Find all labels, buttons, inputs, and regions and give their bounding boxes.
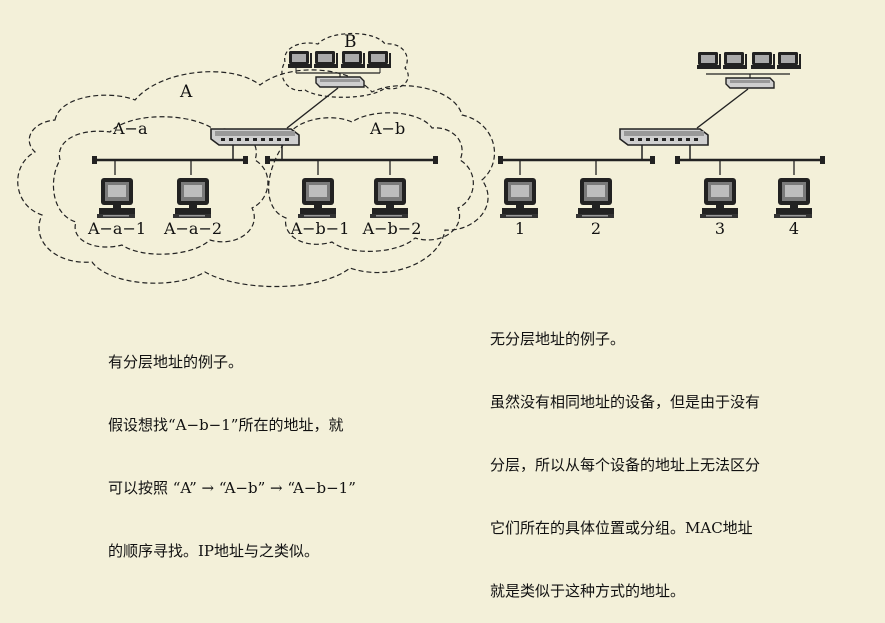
right-caption: 无分层地址的例子。 虽然没有相同地址的设备，但是由于没有 分层，所以从每个设备的…	[490, 287, 760, 623]
left-caption: 有分层地址的例子。 假设想找“A−b−1”所在的地址，就 可以按照 “A” → …	[108, 310, 356, 583]
group-label-a-b: A−b	[369, 119, 405, 138]
host-icon	[313, 50, 338, 69]
group-b-hosts	[287, 50, 391, 88]
group-b-cloud	[281, 33, 409, 98]
host-icon	[97, 178, 135, 218]
switch-icon	[315, 76, 365, 88]
caption-line: 就是类似于这种方式的地址。	[490, 582, 686, 600]
host-icon	[366, 50, 391, 69]
group-a-cloud	[17, 69, 496, 288]
caption-line: 可以按照 “A” → “A−b” → “A−b−1”	[108, 479, 356, 497]
host-icon	[287, 50, 312, 69]
switch-icon	[725, 77, 775, 89]
left-hierarchical-diagram: A A−a A−b B	[17, 32, 496, 288]
lan-segment	[498, 156, 655, 164]
host-label: 3	[715, 219, 725, 238]
lan-segment	[675, 156, 825, 164]
host-label: A−b−1	[290, 219, 350, 238]
group-label-a-a: A−a	[112, 119, 148, 138]
host-label: 2	[591, 219, 601, 238]
host-label: 1	[515, 219, 525, 238]
router-icon	[619, 128, 709, 146]
host-label: 4	[789, 219, 799, 238]
host-label: A−a−2	[163, 219, 222, 238]
caption-line: 的顺序寻找。IP地址与之类似。	[108, 542, 320, 560]
host-icon	[774, 178, 812, 218]
host-icon	[576, 178, 614, 218]
host-icon	[722, 51, 747, 70]
group-a-a-cloud	[52, 116, 269, 255]
caption-line: 有分层地址的例子。	[108, 353, 244, 371]
host-icon	[500, 178, 538, 218]
group-label-a: A	[179, 82, 193, 102]
caption-line: 虽然没有相同地址的设备，但是由于没有	[490, 393, 761, 411]
router-icon	[210, 128, 300, 146]
network-figure: A A−a A−b B	[17, 32, 825, 288]
host-icon	[173, 178, 211, 218]
group-label-b: B	[344, 32, 357, 52]
host-label: A−b−2	[362, 219, 422, 238]
right-flat-diagram: 1 2 3 4	[498, 51, 825, 238]
lan-segment	[92, 156, 248, 164]
host-icon	[370, 178, 408, 218]
lan-segment	[265, 156, 438, 164]
group-a-b-cloud	[268, 112, 474, 252]
host-icon	[700, 178, 738, 218]
caption-line: 假设想找“A−b−1”所在的地址，就	[108, 416, 344, 434]
caption-line: 它们所在的具体位置或分组。MAC地址	[490, 519, 753, 537]
host-icon	[298, 178, 336, 218]
host-icon	[340, 50, 365, 69]
caption-line: 分层，所以从每个设备的地址上无法区分	[490, 456, 761, 474]
remote-hosts	[696, 51, 801, 89]
host-icon	[776, 51, 801, 70]
host-icon	[696, 51, 721, 70]
host-label: A−a−1	[87, 219, 146, 238]
host-icon	[750, 51, 775, 70]
caption-line: 无分层地址的例子。	[490, 330, 626, 348]
